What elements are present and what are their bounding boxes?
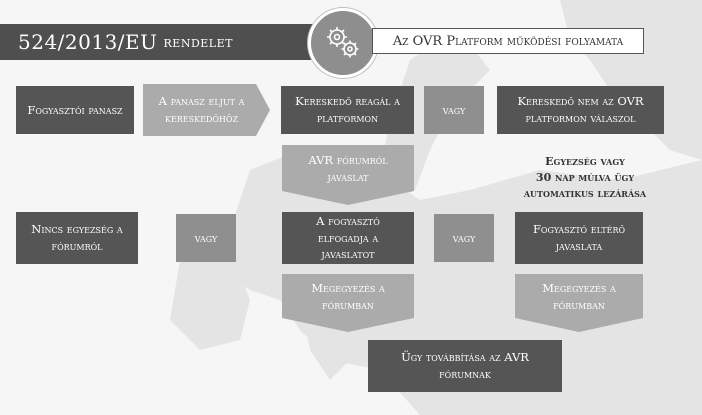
note-line-2: 30 nap múlva ügy [535, 170, 635, 184]
box-agreement-forum-1: Megegyezés a fórumban [282, 274, 414, 332]
box-trader-not-on-platform: Kereskedő nem az OVR platformon válaszol [497, 86, 664, 134]
note-line-3: automatikus lezárása [523, 186, 647, 200]
box-consumer-different-proposal: Fogyasztó eltérő javaslata [515, 212, 643, 264]
box-adr-proposal: AVR fórumról javaslat [282, 145, 414, 205]
note-line-1: Egyezség vagy [545, 155, 625, 168]
process-header: Az OVR Platform működési folyamata [372, 28, 644, 54]
box-trader-responds: Kereskedő reagál a platformon [281, 86, 414, 134]
box-consumer-accepts: A fogyasztó elfogadja a javaslatot [282, 212, 414, 264]
page-title: 524/2013/EU rendelet [0, 24, 340, 60]
box-consumer-complaint: Fogyasztói panasz [16, 86, 134, 134]
gears-icon [308, 8, 378, 78]
box-or-3: vagy [434, 214, 494, 262]
note-auto-close: Egyezség vagy 30 nap múlva ügy automatik… [500, 154, 670, 202]
box-agreement-forum-2: Megegyezés a fórumban [515, 274, 643, 332]
box-no-agreement: Nincs egyezség a fórumról [16, 212, 138, 264]
box-complaint-reaches-trader: A panasz eljut a kereskedőhöz [143, 84, 270, 136]
title-main: 524/2013/EU [18, 30, 158, 54]
title-sub: rendelet [163, 33, 233, 51]
box-or-1: vagy [424, 86, 484, 134]
box-forward-to-adr: Ügy továbbítása az AVR fórumnak [368, 340, 562, 392]
box-or-2: vagy [176, 214, 236, 262]
